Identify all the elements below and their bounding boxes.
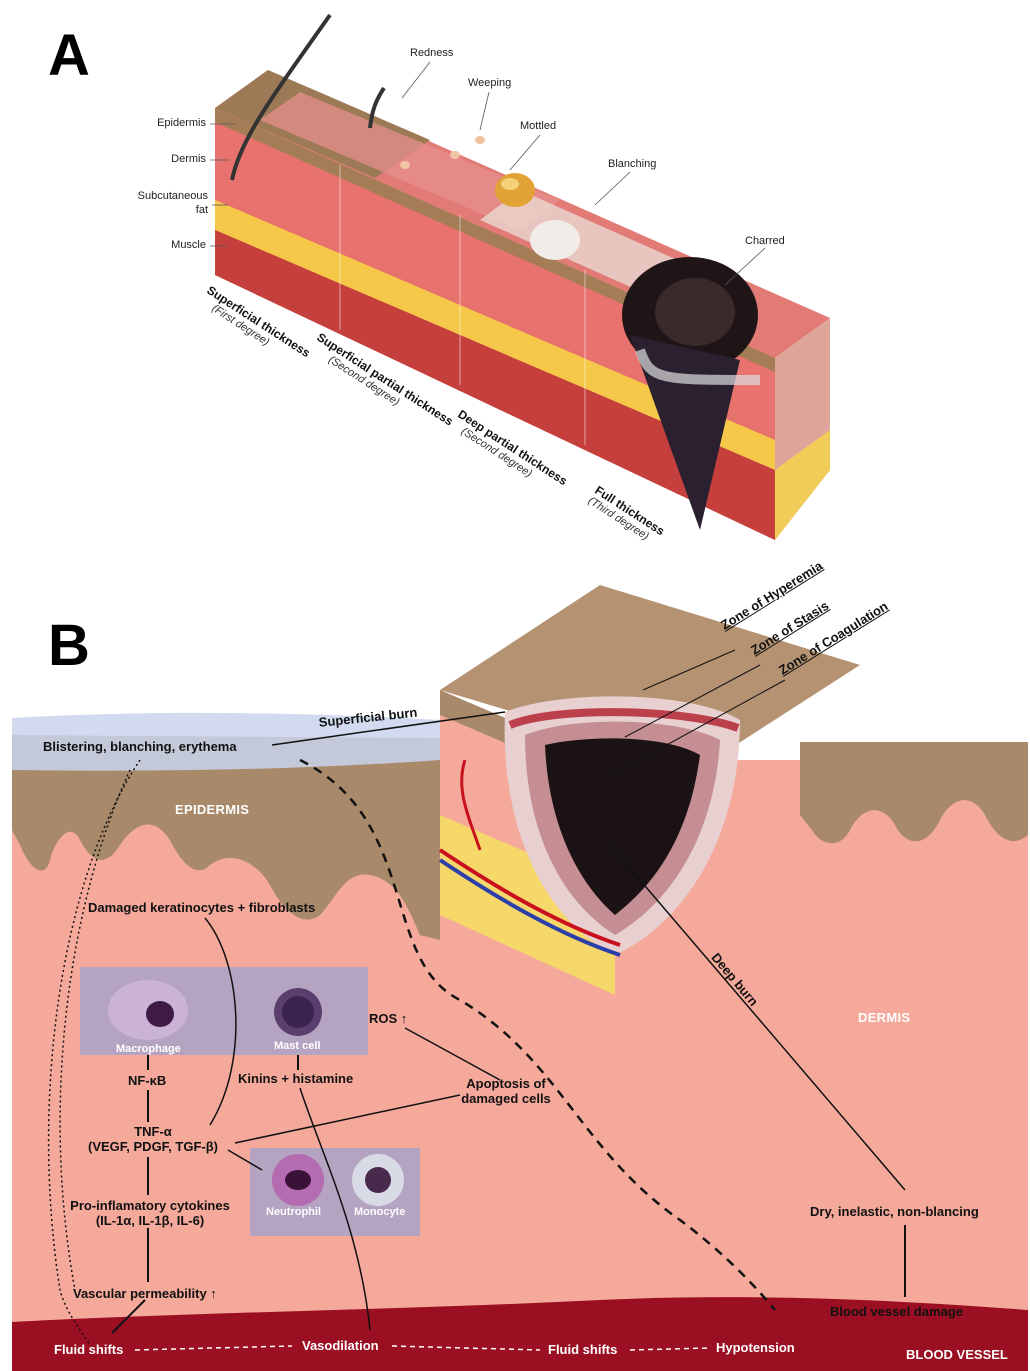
tnf-line-2: (VEGF, PDGF, TGF-β)	[78, 1139, 228, 1154]
cytokines-line-1: Pro-inflamatory cytokines	[58, 1198, 242, 1213]
label-blistering: Blistering, blanching, erythema	[43, 739, 237, 754]
label-mottled: Mottled	[520, 120, 556, 132]
label-dermis: Dermis	[130, 153, 206, 165]
label-vascular-permeability: Vascular permeability ↑	[73, 1286, 217, 1301]
label-fluid-shifts-1: Fluid shifts	[54, 1342, 123, 1357]
panel-a-letter: A	[48, 22, 90, 89]
label-macrophage: Macrophage	[116, 1043, 181, 1055]
label-weeping: Weeping	[468, 77, 511, 89]
label-subcutaneous: Subcutaneous	[120, 190, 208, 202]
label-muscle: Muscle	[130, 239, 206, 251]
blister-weeping	[495, 173, 535, 207]
label-monocyte: Monocyte	[354, 1206, 405, 1218]
label-redness: Redness	[410, 47, 453, 59]
label-dry-inelastic: Dry, inelastic, non-blancing	[810, 1204, 979, 1219]
label-kinins: Kinins + histamine	[238, 1071, 353, 1086]
label-apoptosis: Apoptosis of damaged cells	[446, 1076, 566, 1106]
label-cytokines: Pro-inflamatory cytokines (IL-1α, IL-1β,…	[58, 1198, 242, 1228]
panel-a-illustration	[0, 0, 1030, 560]
label-blood-vessel: BLOOD VESSEL	[906, 1347, 1008, 1362]
label-charred: Charred	[745, 235, 785, 247]
label-ros: ROS ↑	[369, 1011, 407, 1026]
apoptosis-line-1: Apoptosis of	[446, 1076, 566, 1091]
tnf-line-1: TNF-α	[78, 1124, 228, 1139]
label-neutrophil: Neutrophil	[266, 1206, 321, 1218]
label-dermis-layer: DERMIS	[858, 1010, 910, 1025]
label-mast-cell: Mast cell	[274, 1040, 320, 1052]
label-epidermis: Epidermis	[130, 117, 206, 129]
panel-b-letter: B	[48, 612, 90, 679]
label-fluid-shifts-2: Fluid shifts	[548, 1342, 617, 1357]
cytokines-line-2: (IL-1α, IL-1β, IL-6)	[58, 1213, 242, 1228]
label-damaged-cells: Damaged keratinocytes + fibroblasts	[88, 900, 315, 915]
label-blanching: Blanching	[608, 158, 656, 170]
label-tnf: TNF-α (VEGF, PDGF, TGF-β)	[78, 1124, 228, 1154]
label-epidermis-layer: EPIDERMIS	[175, 802, 249, 817]
label-hypotension: Hypotension	[716, 1340, 795, 1355]
label-fat: fat	[120, 204, 208, 216]
label-nfkb: NF-κB	[128, 1073, 166, 1088]
blister-mottled	[530, 220, 580, 260]
label-vasodilation: Vasodilation	[302, 1338, 379, 1353]
apoptosis-line-2: damaged cells	[446, 1091, 566, 1106]
label-vessel-damage: Blood vessel damage	[830, 1304, 963, 1319]
